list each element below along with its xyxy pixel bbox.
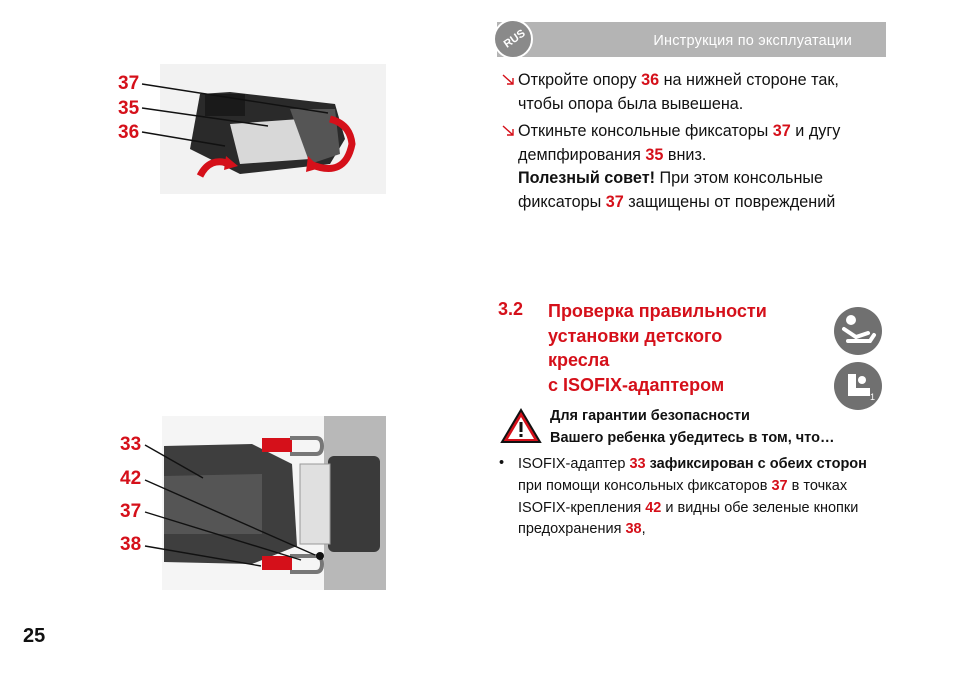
step1-ref-36: 36 [641,71,660,89]
arrow-bullet-icon [502,74,514,85]
callout-38-fig2: 38 [120,534,142,555]
callout-37-fig2: 37 [120,501,142,522]
section-title-line: кресла [548,350,610,370]
step2-text-mid: и дугу демпфирования [518,122,841,164]
callout-35-fig1: 35 [118,98,140,119]
tip-label: Полезный совет! [518,169,656,187]
callout-42-fig2: 42 [120,468,142,489]
helpful-tip: Полезный совет! При этом консольные фикс… [518,167,888,214]
list-bold-text: зафиксирован с обеих сторон [645,456,867,472]
svg-text:1: 1 [870,392,875,402]
list-text: , [641,521,646,538]
warning-line: Для гарантии безопасности [550,408,750,424]
section-number: 3.2 [498,299,524,319]
warning-text: Для гарантии безопасности Вашего ребенка… [550,406,834,449]
figure-seat-base-photo [160,64,386,194]
isofix-seat-icon: 1 [834,362,882,410]
step2-ref-35: 35 [645,145,664,164]
tip-text: При этом консольные фиксаторы [518,169,824,211]
list-ref-42: 42 [645,499,662,516]
leader-lines-fig1 [141,83,329,147]
header-bar: RUS Инструкция по эксплуатации [493,19,886,59]
list-text: при помощи консольных фиксаторов [518,477,772,494]
section-title-line: с ISOFIX-адаптером [548,374,725,395]
callout-36-fig1: 36 [118,122,140,143]
callout-33-fig2: 33 [120,434,142,455]
list-ref-38: 38 [625,521,642,538]
list-text: ISOFIX-адаптер [518,456,630,472]
step2-text: Откиньте консольные фиксаторы [518,122,773,140]
step-fold-latches: Откиньте консольные фиксаторы 37 и дугу … [518,120,893,167]
page-number: 25 [23,625,46,647]
seat-base-illustration [160,64,386,194]
language-badge: RUS [493,19,533,59]
list-bullet: • [499,455,505,471]
leader-lines-fig2 [144,444,316,567]
tip-text-end: защищены от повреждений [623,192,836,211]
list-text: в точках ISOFIX-крепления [518,477,848,516]
callout-37-fig1: 37 [118,73,140,94]
step2-text-end: вниз. [663,145,707,164]
section-title-line: установки детского [548,325,723,346]
warning-line: Вашего ребенка убедитесь в том, что… [550,429,835,446]
list-item: ISOFIX-адаптер 33 зафиксирован с обеих с… [518,454,893,541]
step1-text: Откройте опору [518,71,642,89]
child-seat-icon [834,307,882,355]
list-ref-37: 37 [771,477,788,494]
list-text: и видны обе зеленые кнопки предохранения [518,499,859,538]
list-ref-33: 33 [629,456,646,472]
language-badge-label: RUS [501,27,528,51]
section-title-line: Проверка правильности [548,301,767,321]
section-title: Проверка правильности установки детского… [548,299,828,397]
step1-text-end: на нижней стороне так, чтобы опора была … [518,71,839,113]
step-open-support: Откройте опору 36 на нижней стороне так,… [518,69,888,116]
warning-triangle-icon [500,408,542,443]
arrow-bullet-icon [502,125,514,136]
tip-ref-37: 37 [605,192,624,211]
header-title: Инструкция по эксплуатации [653,33,852,49]
step2-ref-37: 37 [772,122,791,140]
